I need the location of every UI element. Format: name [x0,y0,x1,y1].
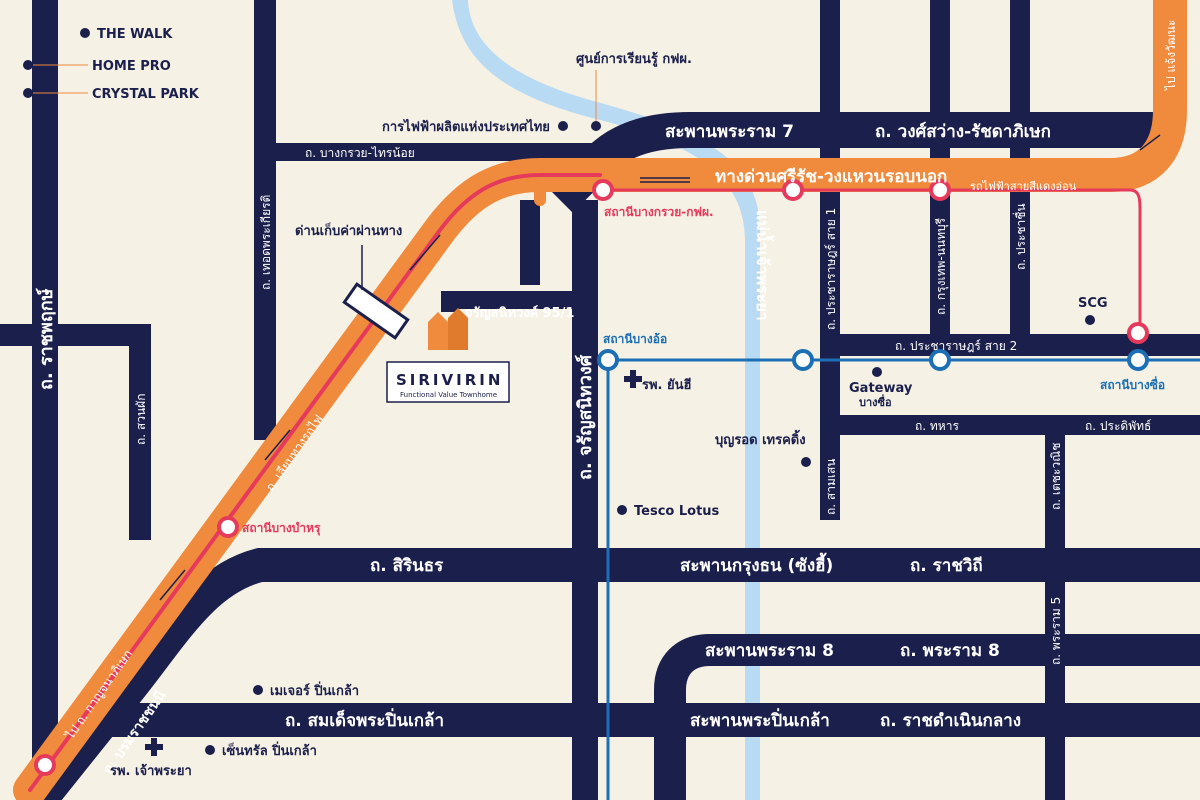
road-thoetphrakiat: ถ. เทอดพระเกียรติ [259,195,273,290]
road-somdet-pinklao: ถ. สมเด็จพระปิ่นเกล้า [285,708,444,731]
label-bang-sue: สถานีบางซื่อ [1100,376,1165,392]
landmark-dots [23,28,1095,755]
road-krungthon-bridge: สะพานกรุงธน (ซังฮี้) [680,552,833,576]
label-bang-bamru: สถานีบางบำหรุ [242,521,321,536]
road-samsen: ถ. สามเสน [824,459,838,516]
landmark-crystal-park: CRYSTAL PARK [92,87,200,102]
blue-line [606,358,1200,800]
red-line-name: รถไฟฟ้าสายสีแดงอ่อน [970,180,1077,193]
road-pradiphat: ถ. ประดิพัทธ์ [1085,419,1151,433]
landmark-scg: SCG [1078,296,1108,311]
road-to-chaeng: ไป แจ้งวัฒนะ [1164,20,1178,91]
station-bang-bamru [217,516,239,538]
hospital-icon [145,370,642,756]
brand-name: SIRIVIRIN [396,371,503,389]
river-name: แม่น้ำเจ้าพระยา [753,210,775,321]
landmark-tesco: Tesco Lotus [634,504,720,519]
landmark-central: เซ็นทรัล ปิ่นเกล้า [222,741,317,759]
road-rama8-bridge: สะพานพระราม 8 [705,641,834,661]
road-ratchawithi: ถ. ราชวิถี [910,555,983,576]
station-bang-sue [1127,349,1149,371]
landmark-the-walk: THE WALK [97,27,173,42]
station-blue-3 [929,349,951,371]
road-ratchadamnoen: ถ. ราชดำเนินกลาง [880,711,1021,731]
landmark-major: เมเจอร์ ปิ่นเกล้า [270,681,359,699]
station-bang-o [597,349,619,371]
station-red-2 [782,179,804,201]
station-red-3 [929,179,951,201]
project-house-icon [428,308,468,350]
road-rama8: ถ. พระราม 8 [900,641,1000,661]
brand-tagline: Functional Value Townhome [400,391,497,399]
station-blue-2 [792,349,814,371]
road-pracharat2: ถ. ประชาราษฎร์ สาย 2 [895,339,1017,353]
road-thahan: ถ. ทหาร [915,419,959,433]
landmark-bunrod: บุญรอด เทรคดิ้ง [715,429,806,448]
landmark-egat: การไฟฟ้าผลิตแห่งประเทศไทย [382,118,550,135]
expressway-name: ทางด่วนศรีรัช-วงแหวนรอบนอก [715,166,947,187]
red-line [600,188,1142,330]
road-sonbat: ถ. สวนผัก [134,394,148,445]
road-krungthep-nonthaburi: ถ. กรุงเทพ-นนทบุรี [934,217,949,315]
landmark-yanhee: รพ. ยันฮี [642,377,692,393]
label-bang-kruai-egat: สถานีบางกรวย-กฟผ. [604,205,714,219]
project-address: จรัญสนิทวงศ์ 95/1 [465,305,574,321]
landmark-gateway: Gateway [849,381,913,396]
landmark-gateway-sub: บางซื่อ [859,394,892,409]
station-bang-sue-red [1127,322,1149,344]
landmark-egat-center: ศูนย์การเรียนรู้ กฟผ. [576,51,692,67]
road-bangkruai-sainoi: ถ. บางกรวย-ไทรน้อย [305,146,415,160]
toll-gate-label: ด่านเก็บค่าผ่านทาง [295,221,402,239]
direction-arrows [159,134,1161,601]
road-rama5: ถ. พระราม 5 [1049,597,1063,665]
road-pinklao-bridge: สะพานพระปิ่นเกล้า [690,708,830,731]
station-bang-kruai-egat [592,179,614,201]
project-logo-box [386,361,510,403]
road-pracharuen: ถ. ประชาชื่น [1012,203,1028,270]
landmark-chaophraya-hosp: รพ. เจ้าพระยา [110,763,192,779]
road-charansanitwong: ถ. จรัญสนิทวงศ์ [574,354,596,480]
stations [34,179,1149,776]
road-sirindhorn: ถ. สิรินธร [370,556,444,576]
road-thekhanee: ถ. เตชะวณิช [1049,443,1063,510]
road-pracharat1: ถ. ประชาราษฎร์ สาย 1 [824,208,838,330]
road-wongsawang: ถ. วงศ์สว่าง-รัชดาภิเษก [875,121,1051,142]
label-bang-o: สถานีบางอ้อ [603,332,667,346]
landmark-home-pro: HOME PRO [92,59,171,74]
toll-gate-icon [342,245,410,340]
road-ratchaphruek: ถ. ราชพฤกษ์ [35,288,57,390]
expressway-si-rat [13,0,1187,800]
road-rama7-bridge: สะพานพระราม 7 [665,122,794,142]
station-end-red [34,754,56,776]
